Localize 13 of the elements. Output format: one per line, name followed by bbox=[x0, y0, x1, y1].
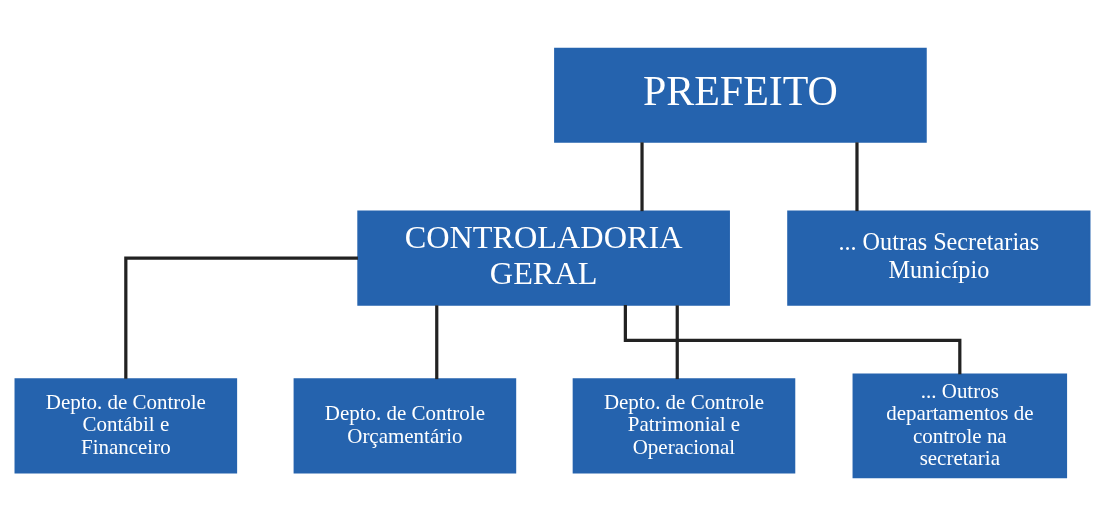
node-box: ... Outros departamentos de controle na secretaria bbox=[852, 373, 1068, 479]
connector bbox=[855, 142, 859, 212]
node-box: ... Outras Secretarias Município bbox=[787, 210, 1091, 306]
node-box: Depto. de Controle Contábil e Financeiro bbox=[14, 378, 238, 474]
node-box: Depto. de Controle Patrimonial e Operacional bbox=[572, 378, 796, 474]
node-box: PREFEITO bbox=[554, 47, 927, 143]
connector bbox=[623, 305, 962, 375]
connector bbox=[640, 142, 644, 212]
node-box: Depto. de Controle Orçamentário bbox=[293, 378, 517, 474]
connector bbox=[124, 256, 358, 379]
node-box: CONTROLADORIA GERAL bbox=[357, 210, 730, 306]
connector bbox=[675, 305, 679, 380]
connector bbox=[435, 305, 439, 380]
